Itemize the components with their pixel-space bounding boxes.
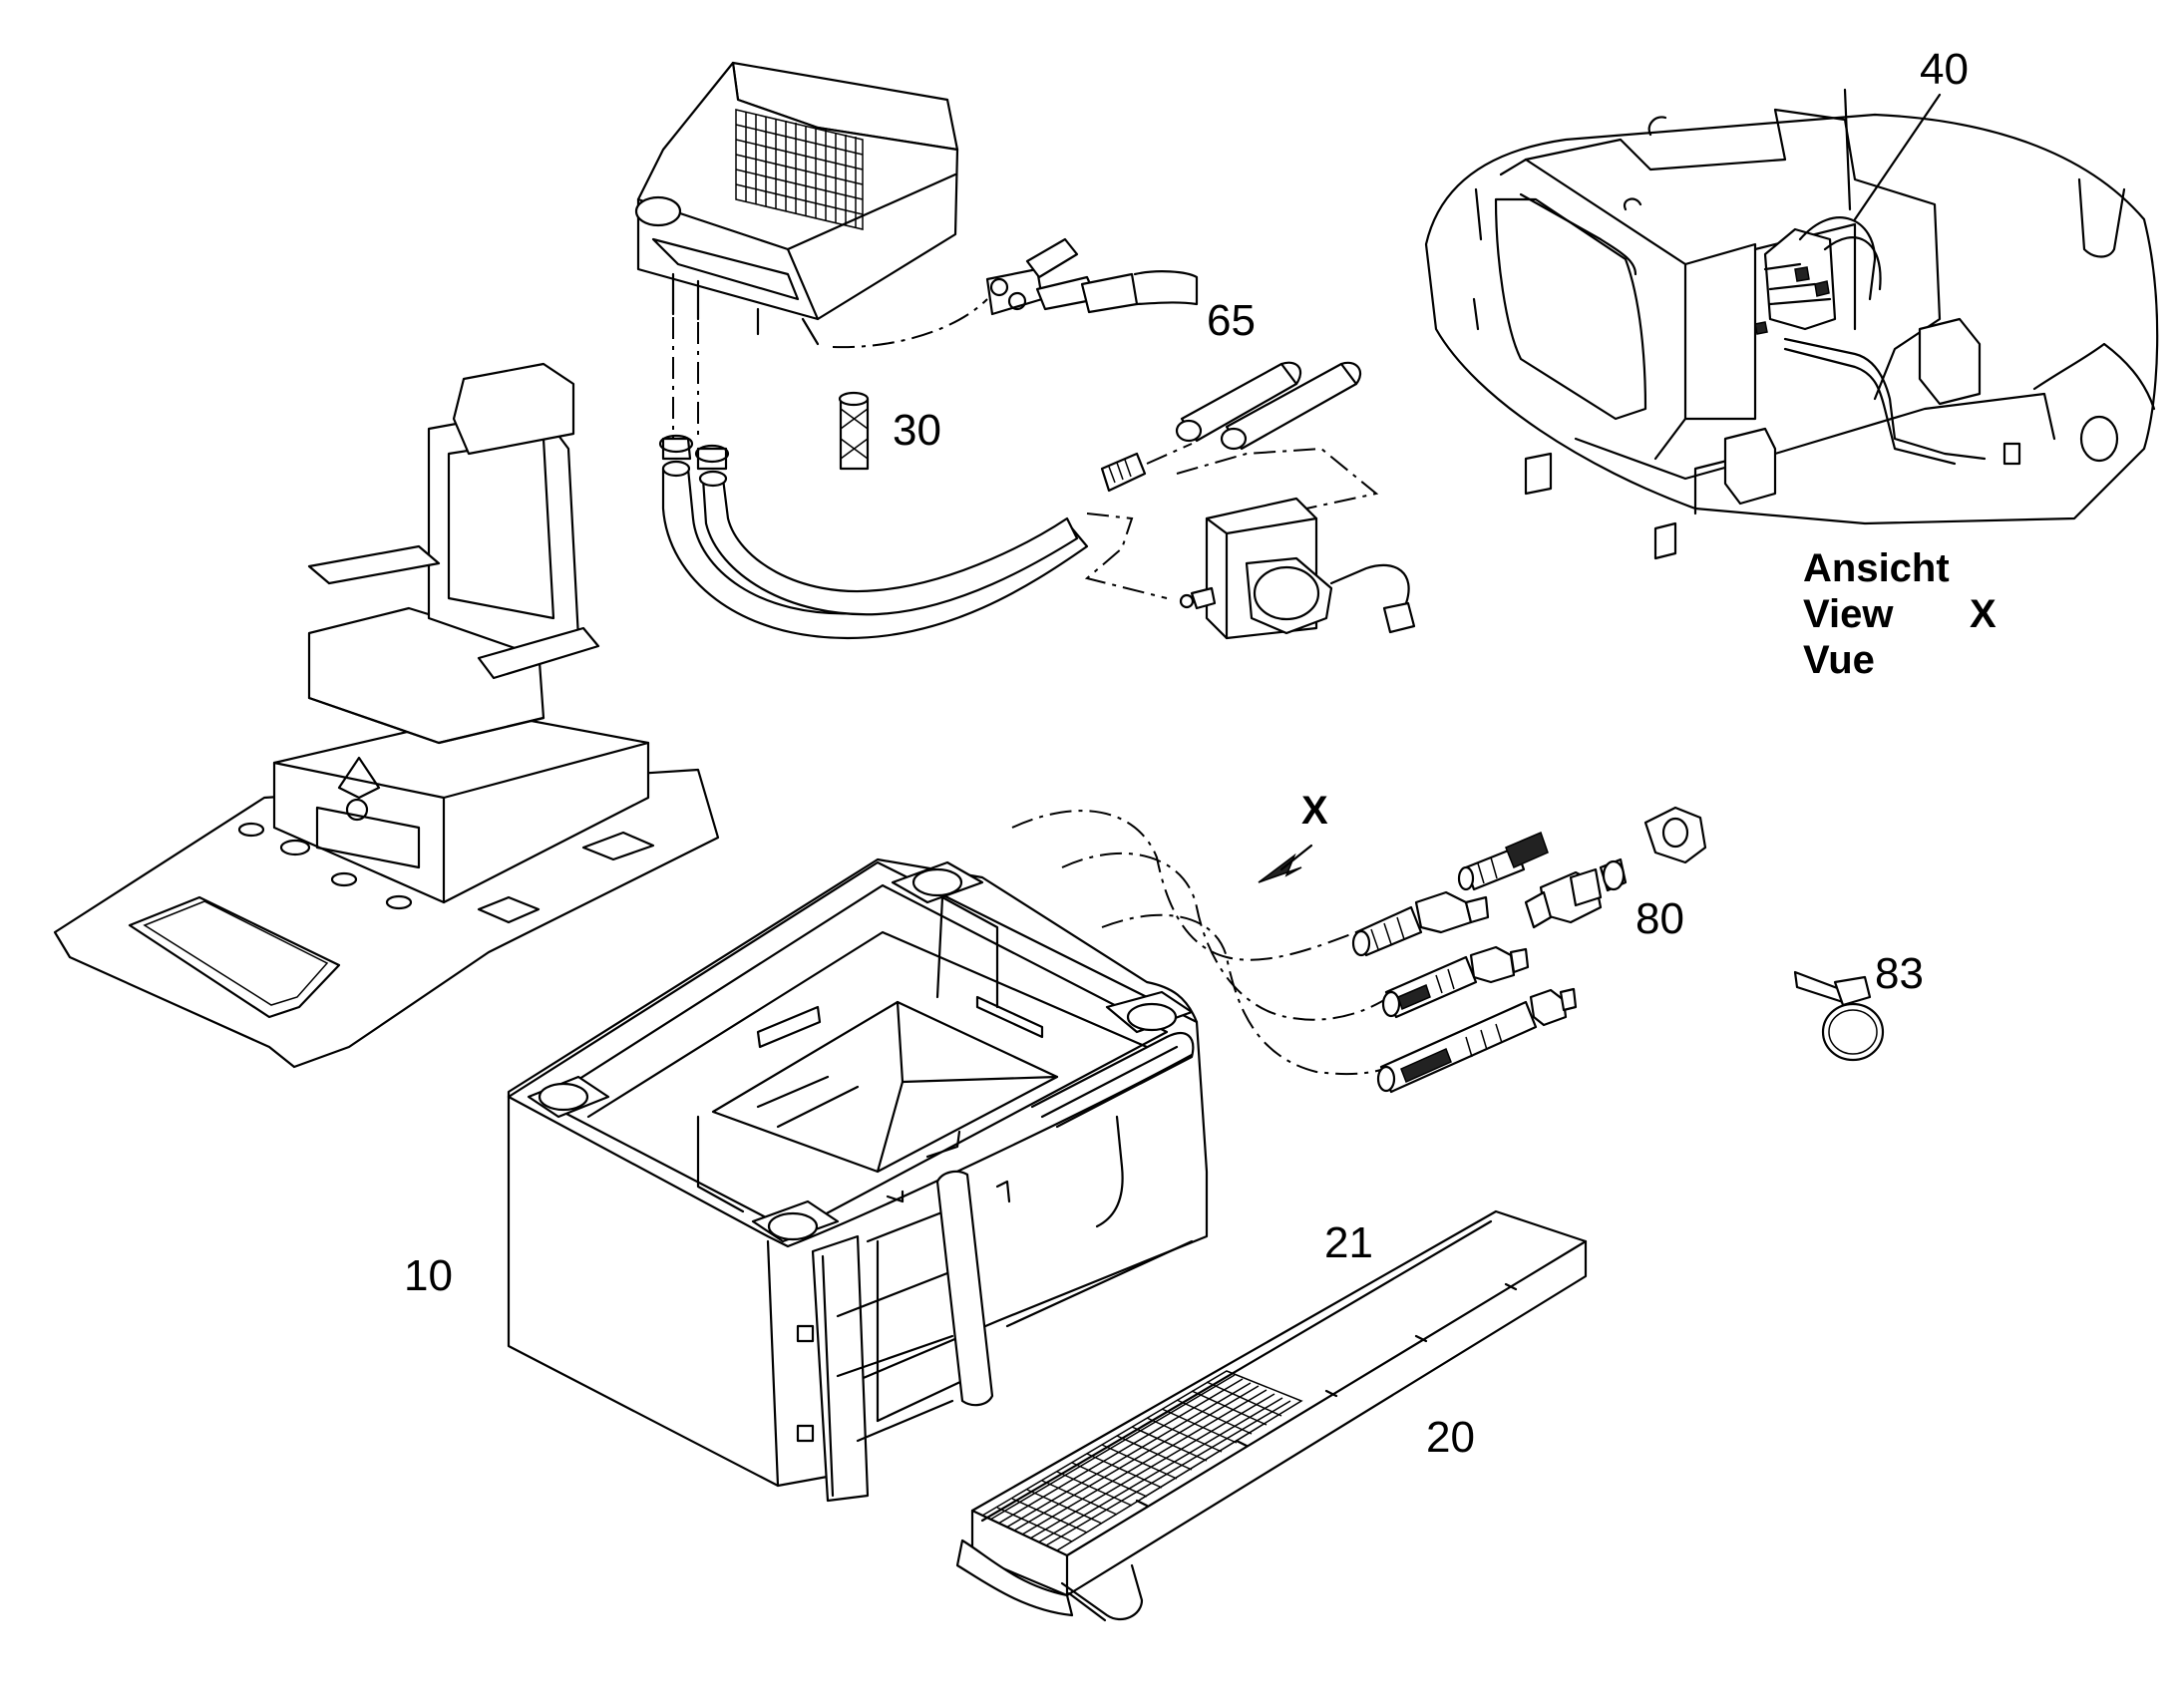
view-x-arrow (1258, 844, 1313, 883)
cable-tie-83 (1793, 970, 1885, 1062)
straight-hoses (1175, 361, 1362, 451)
part-65-hose-connector (985, 237, 1199, 316)
view-label-ansicht: Ansicht (1803, 546, 1950, 590)
view-label-letter: X (1970, 592, 1997, 636)
step-grating-20-21 (955, 1209, 1588, 1622)
fittings-80 (1351, 806, 1707, 1094)
callout-20: 20 (1426, 1413, 1475, 1462)
hose-coupling (1100, 443, 1193, 493)
operator-seat-assembly (53, 362, 720, 1069)
callout-40: 40 (1920, 45, 1969, 94)
view-arrow-letter: X (1301, 789, 1328, 833)
view-label-vue: Vue (1803, 638, 1875, 682)
callout-21: 21 (1324, 1218, 1373, 1267)
view-label-view: View (1803, 592, 1894, 636)
callout-83: 83 (1875, 949, 1924, 998)
heater-unit (634, 61, 959, 346)
callout-65: 65 (1207, 296, 1256, 345)
storage-box-10 (507, 857, 1209, 1503)
heater-hose-loop (658, 434, 1089, 640)
part-30-sleeve (838, 391, 870, 471)
callout-10: 10 (404, 1251, 453, 1300)
view-x-detail (1424, 88, 2159, 560)
callout-80: 80 (1635, 894, 1684, 943)
valve-bracket (1084, 447, 1416, 640)
callout-30: 30 (893, 406, 941, 455)
